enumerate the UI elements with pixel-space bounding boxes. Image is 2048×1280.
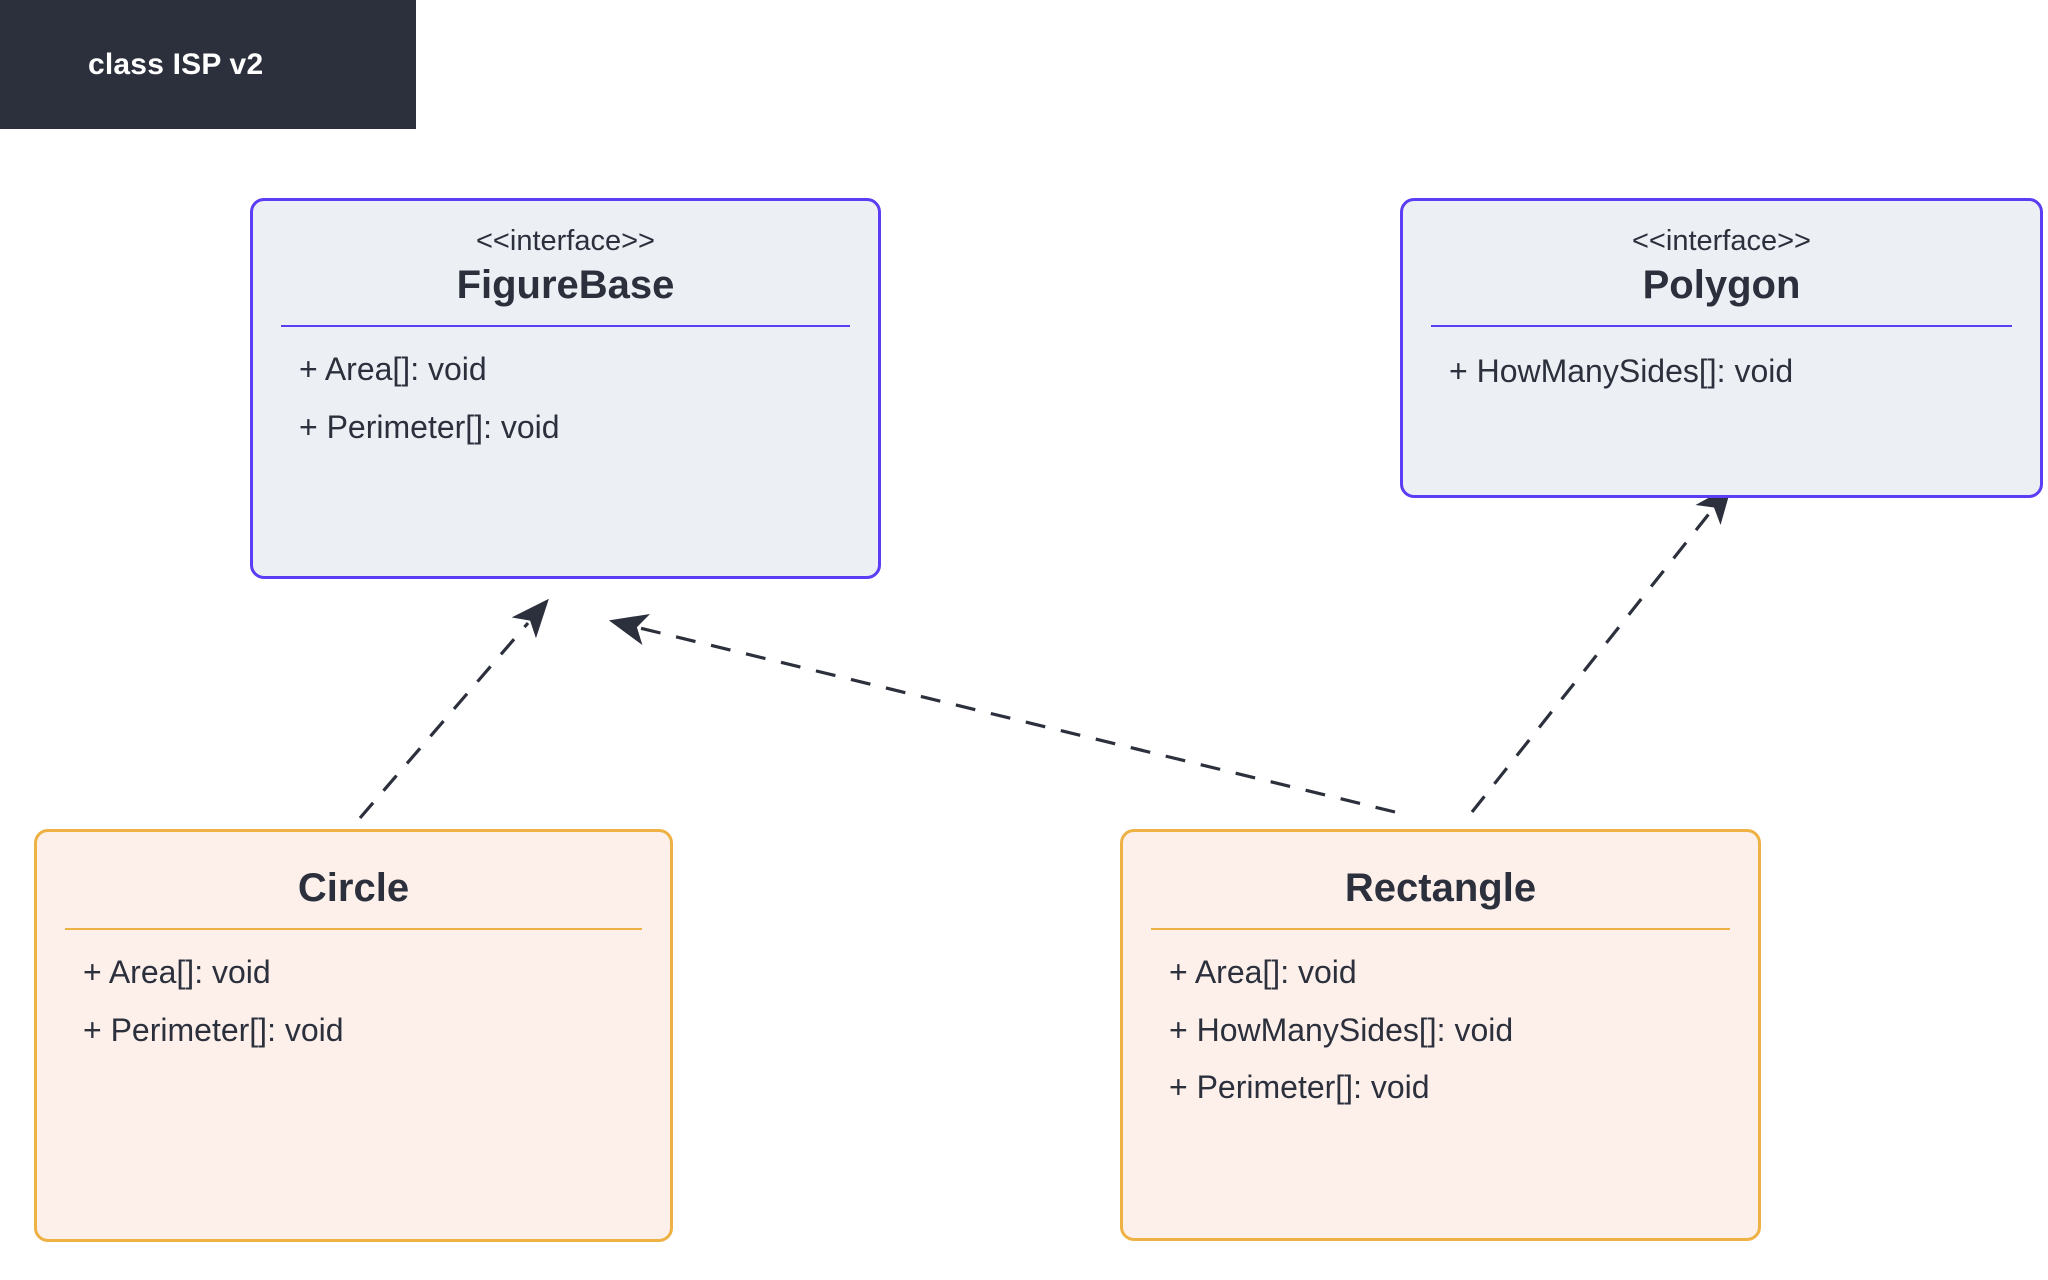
uml-node-circle[interactable]: Circle + Area[]: void + Perimeter[]: voi… (34, 829, 673, 1242)
rectangle-member-2: + Perimeter[]: void (1169, 1069, 1430, 1106)
polygon-member-0: + HowManySides[]: void (1449, 353, 1794, 390)
edge-circle-implements-figurebase (358, 598, 549, 820)
rectangle-members: + Area[]: void + HowManySides[]: void + … (1123, 930, 1758, 1238)
polygon-stereotype: <<interface>> (1632, 225, 1811, 257)
figurebase-header: <<interface>> FigureBase (253, 201, 878, 311)
figurebase-member-0: + Area[]: void (299, 351, 487, 388)
circle-header: Circle (37, 832, 670, 914)
figurebase-divider (281, 325, 850, 328)
polygon-header: <<interface>> Polygon (1403, 201, 2040, 311)
polygon-divider (1431, 325, 2012, 328)
circle-members: + Area[]: void + Perimeter[]: void (37, 930, 670, 1239)
edge-rectangle-implements-figurebase (608, 613, 1396, 814)
uml-node-polygon[interactable]: <<interface>> Polygon + HowManySides[]: … (1400, 198, 2043, 498)
uml-node-rectangle[interactable]: Rectangle + Area[]: void + HowManySides[… (1120, 829, 1761, 1241)
figurebase-member-1: + Perimeter[]: void (299, 408, 560, 445)
rectangle-name: Rectangle (1344, 866, 1537, 910)
figurebase-stereotype: <<interface>> (476, 225, 655, 257)
page-title: class ISP v2 (88, 47, 264, 81)
circle-name: Circle (297, 866, 410, 910)
circle-member-1: + Perimeter[]: void (83, 1011, 344, 1048)
circle-divider (65, 928, 642, 930)
polygon-members: + HowManySides[]: void (1403, 327, 2040, 495)
figurebase-name: FigureBase (456, 263, 675, 308)
figurebase-members: + Area[]: void + Perimeter[]: void (253, 327, 878, 576)
edge-rectangle-implements-polygon (1470, 484, 1732, 813)
polygon-name: Polygon (1642, 263, 1801, 308)
rectangle-member-0: + Area[]: void (1169, 954, 1357, 990)
rectangle-header: Rectangle (1123, 832, 1758, 914)
rectangle-divider (1151, 928, 1730, 930)
uml-node-figurebase[interactable]: <<interface>> FigureBase + Area[]: void … (250, 198, 881, 579)
rectangle-member-1: + HowManySides[]: void (1169, 1011, 1514, 1048)
diagram-title-banner: class ISP v2 (0, 0, 416, 129)
circle-member-0: + Area[]: void (83, 954, 271, 990)
